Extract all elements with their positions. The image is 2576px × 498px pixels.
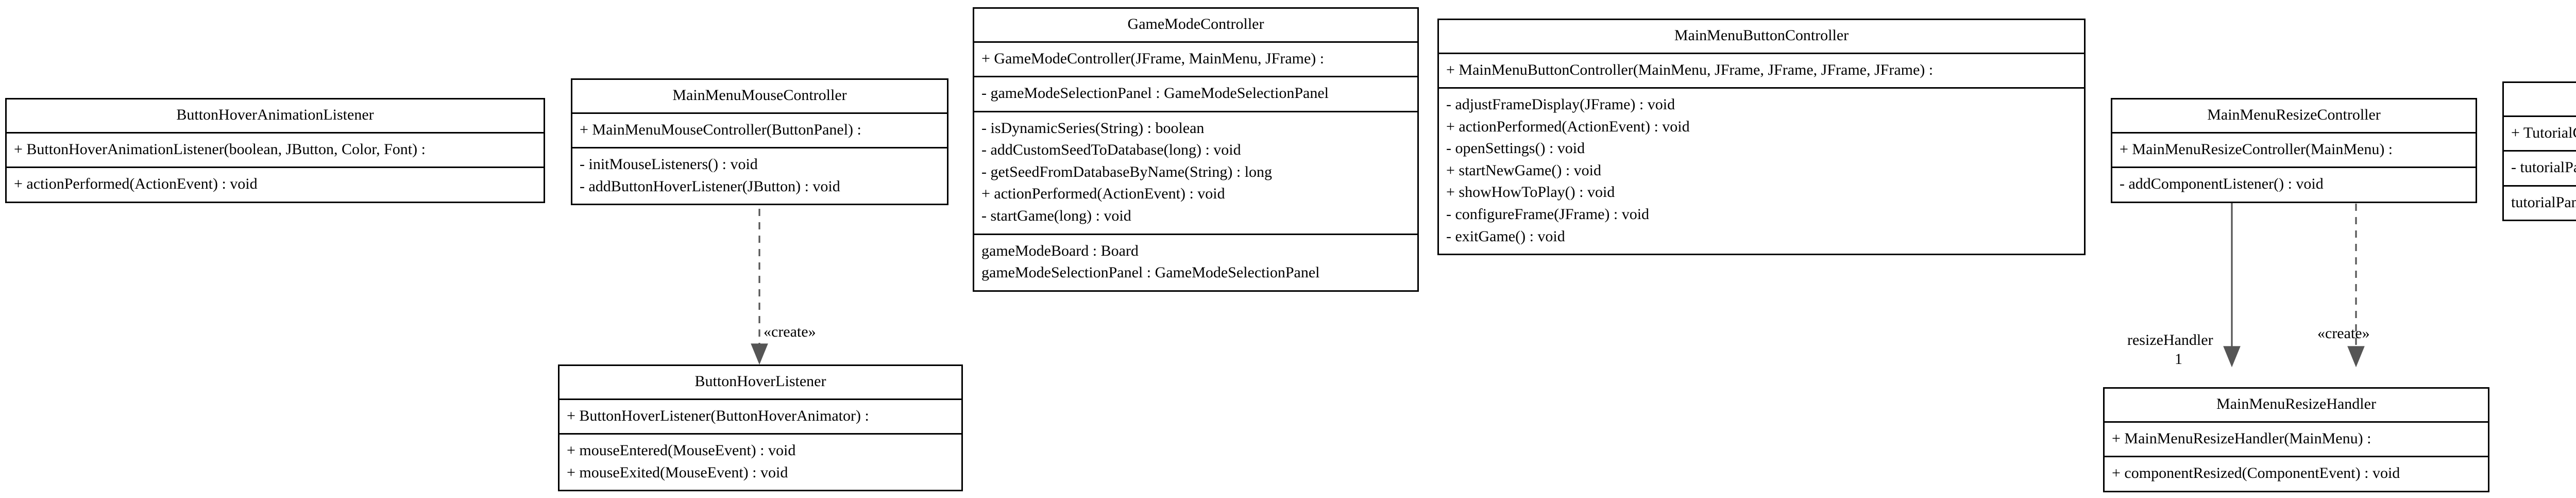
edge-label-create-resize-handler: «create» (2317, 325, 2370, 342)
operations-compartment: - isDynamicSeries(String) : boolean - ad… (974, 112, 1417, 235)
class-main-menu-resize-handler[interactable]: MainMenuResizeHandler + MainMenuResizeHa… (2103, 387, 2489, 492)
class-member: - tutorialPanel : TutorialPanel (2511, 159, 2576, 176)
class-member: - isDynamicSeries(String) : boolean (981, 119, 1205, 137)
class-member: tutorialPanel : JPanel (2511, 193, 2576, 211)
edge-label-role-resize-handler: resizeHandler (2127, 331, 2213, 348)
fields-compartment: gameModeBoard : Board gameModeSelectionP… (974, 235, 1417, 290)
class-main-menu-mouse-controller[interactable]: MainMenuMouseController + MainMenuMouseC… (571, 78, 948, 206)
constructor-compartment: + ButtonHoverListener(ButtonHoverAnimato… (560, 400, 961, 435)
class-name: GameModeController (974, 9, 1417, 43)
class-member: + ButtonHoverListener(ButtonHoverAnimato… (567, 407, 869, 424)
operations-compartment: - addComponentListener() : void (2112, 168, 2476, 202)
constructor-compartment: + GameModeController(JFrame, MainMenu, J… (974, 43, 1417, 78)
class-member: - openSettings() : void (1446, 140, 1585, 157)
operations-compartment: + MainMenuMouseController(ButtonPanel) : (572, 114, 947, 149)
class-member: - adjustFrameDisplay(JFrame) : void (1446, 96, 1675, 113)
class-member: - getSeedFromDatabaseByName(String) : lo… (981, 163, 1273, 180)
class-name: ButtonHoverListener (560, 366, 961, 400)
class-name: MainMenuButtonController (1439, 20, 2084, 54)
class-member: + MainMenuResizeHandler(MainMenu) : (2112, 429, 2371, 447)
class-member: - configureFrame(JFrame) : void (1446, 206, 1650, 223)
fields-compartment: tutorialPanel : JPanel (2504, 187, 2576, 220)
class-main-menu-resize-controller[interactable]: MainMenuResizeController + MainMenuResiz… (2111, 98, 2477, 203)
class-member: + GameModeController(JFrame, MainMenu, J… (981, 49, 1325, 67)
class-name: ButtonHoverAnimationListener (7, 99, 544, 134)
class-member: + actionPerformed(ActionEvent) : void (14, 175, 258, 193)
operations-compartment: + componentResized(ComponentEvent) : voi… (2105, 457, 2488, 491)
class-member: + showHowToPlay() : void (1446, 184, 1615, 201)
class-main-menu-button-controller[interactable]: MainMenuButtonController + MainMenuButto… (1437, 19, 2086, 256)
class-member: + mouseEntered(MouseEvent) : void (567, 442, 796, 459)
edge-label-create-hover-listener: «create» (764, 323, 816, 340)
class-member: gameModeBoard : Board (981, 242, 1139, 259)
constructor-compartment: + MainMenuResizeController(MainMenu) : (2112, 134, 2476, 169)
class-game-mode-controller[interactable]: GameModeController + GameModeController(… (973, 7, 1419, 292)
class-member: + actionPerformed(ActionEvent) : void (1446, 118, 1690, 135)
class-member: + TutorialController(MainMenu, JFrame) : (2511, 124, 2576, 141)
class-member: - addComponentListener() : void (2120, 175, 2324, 193)
class-name: MainMenuResizeController (2112, 99, 2476, 134)
operations-compartment: + mouseEntered(MouseEvent) : void + mous… (560, 435, 961, 490)
class-tutorial-controller[interactable]: TutorialController + TutorialController(… (2502, 81, 2576, 222)
class-member: + MainMenuMouseController(ButtonPanel) : (580, 121, 861, 138)
class-member: + mouseExited(MouseEvent) : void (567, 463, 788, 481)
class-member: - exitGame() : void (1446, 227, 1565, 245)
operations-compartment: - adjustFrameDisplay(JFrame) : void + ac… (1439, 89, 2084, 254)
class-member: - startGame(long) : void (981, 207, 1131, 225)
class-member: gameModeSelectionPanel : GameModeSelecti… (981, 264, 1320, 281)
constructor-compartment: + MainMenuResizeHandler(MainMenu) : (2105, 423, 2488, 458)
class-button-hover-animation-listener[interactable]: ButtonHoverAnimationListener + ButtonHov… (5, 98, 545, 203)
class-member: + MainMenuButtonController(MainMenu, JFr… (1446, 61, 1934, 78)
class-member: + startNewGame() : void (1446, 161, 1601, 179)
class-member: + MainMenuResizeController(MainMenu) : (2120, 140, 2393, 158)
operations-compartment: + actionPerformed(ActionEvent) : void (7, 168, 544, 202)
class-name: TutorialController (2504, 83, 2576, 117)
class-member: - gameModeSelectionPanel : GameModeSelec… (981, 85, 1329, 102)
constructor-compartment: + TutorialController(MainMenu, JFrame) : (2504, 117, 2576, 152)
constructor-compartment: + MainMenuButtonController(MainMenu, JFr… (1439, 54, 2084, 89)
class-member: + componentResized(ComponentEvent) : voi… (2112, 464, 2400, 482)
class-member: - addButtonHoverListener(JButton) : void (580, 177, 840, 195)
attributes-compartment: - tutorialPanel : TutorialPanel (2504, 152, 2576, 187)
class-member: + ButtonHoverAnimationListener(boolean, … (14, 140, 426, 158)
operations-compartment: - initMouseListeners() : void - addButto… (572, 148, 947, 204)
class-name: MainMenuResizeHandler (2105, 389, 2488, 423)
operations-compartment: + ButtonHoverAnimationListener(boolean, … (7, 134, 544, 169)
class-member: + actionPerformed(ActionEvent) : void (981, 185, 1225, 203)
class-button-hover-listener[interactable]: ButtonHoverListener + ButtonHoverListene… (558, 364, 963, 492)
class-member: - initMouseListeners() : void (580, 156, 758, 173)
edge-label-multiplicity-resize-handler: 1 (2175, 351, 2182, 368)
class-name: MainMenuMouseController (572, 80, 947, 114)
class-member: - addCustomSeedToDatabase(long) : void (981, 141, 1241, 159)
attributes-compartment: - gameModeSelectionPanel : GameModeSelec… (974, 77, 1417, 112)
